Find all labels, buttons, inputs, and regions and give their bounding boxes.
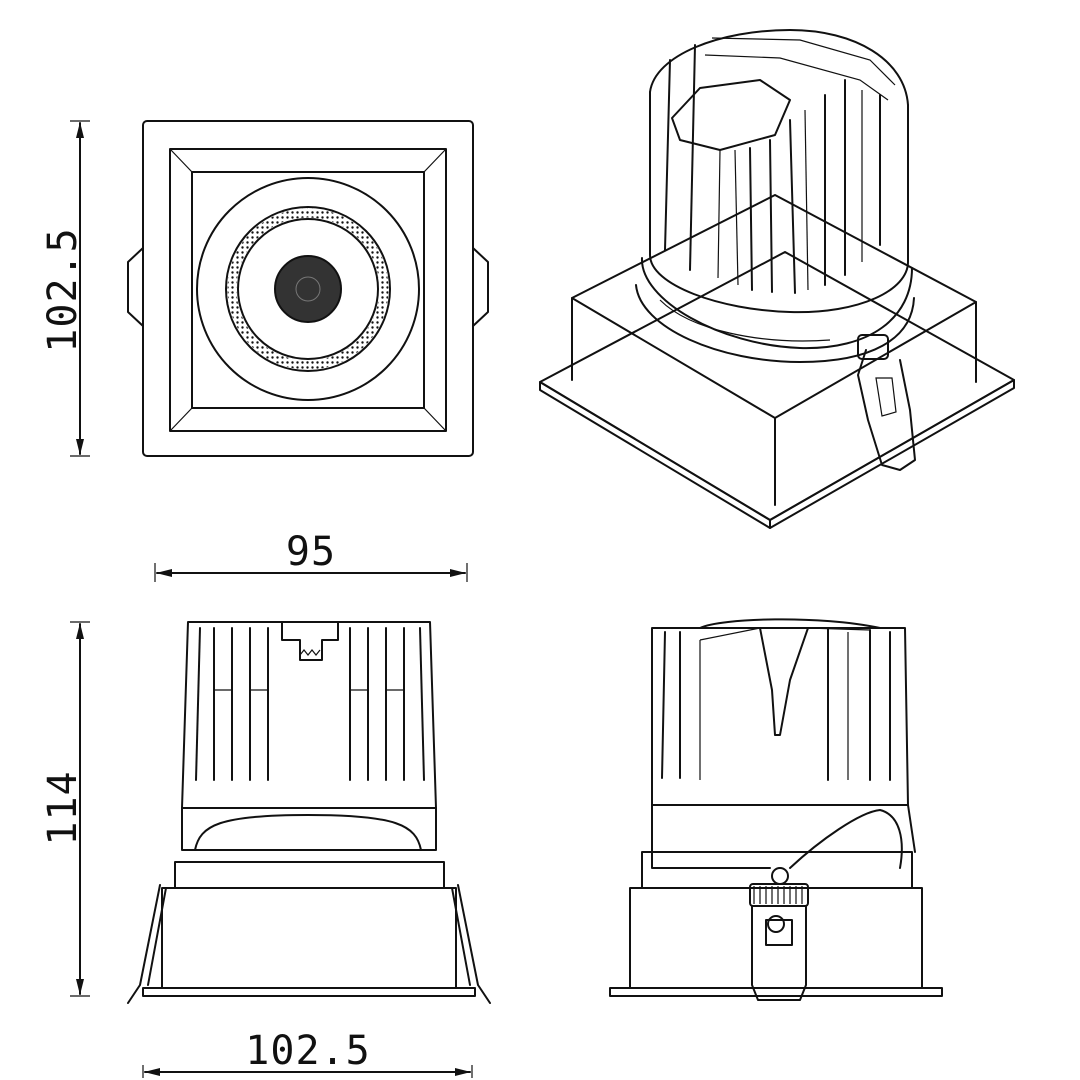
front-view: [127, 621, 491, 1004]
dim-label-top-width: 95: [286, 529, 336, 575]
dim-label-front-height: 114: [40, 770, 86, 845]
top-view: [127, 120, 489, 457]
dim-label-top-height: 102.5: [40, 227, 86, 352]
side-view: [609, 618, 943, 1001]
isometric-view: [539, 29, 1015, 529]
dim-label-front-width: 102.5: [245, 1028, 370, 1074]
dim-top-height: 102.5: [40, 120, 90, 457]
dim-front-width: 102.5: [142, 1028, 473, 1078]
dim-top-width: 95: [154, 529, 468, 582]
dim-front-height: 114: [40, 621, 90, 997]
